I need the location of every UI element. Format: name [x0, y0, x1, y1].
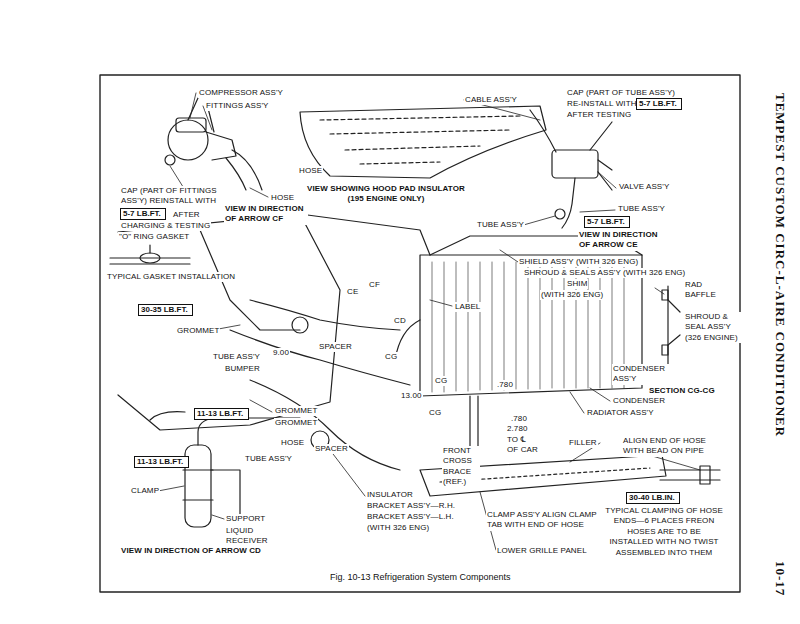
callout-label: SPACER — [318, 342, 353, 352]
callout-label: FRONT CROSS BRACE (REF.) — [442, 446, 480, 488]
callout-label: RAD BAFFLE — [684, 280, 722, 301]
clamp-detail-drawing — [660, 466, 720, 484]
callout-label: VIEW SHOWING HOOD PAD INSULATOR (195 ENG… — [300, 184, 472, 205]
callout-label: HOSE — [298, 166, 323, 176]
callout-label: BUMPER — [224, 364, 261, 374]
torque-box: 5-7 LB.FT. — [584, 216, 630, 228]
callout-label: LABEL — [454, 302, 481, 312]
torque-box: 11-13 LB.FT. — [194, 408, 249, 420]
callout-label: VIEW IN DIRECTION OF ARROW CF — [224, 204, 308, 225]
callout-label: CAP (PART OF FITTINGS ASS'Y) REINSTALL W… — [120, 186, 234, 207]
torque-value: 5-7 LB.FT. — [639, 99, 677, 108]
callout-label: LOWER GRILLE PANEL — [496, 546, 588, 556]
torque-box: 30-40 LB.IN. — [626, 492, 680, 504]
figure-caption: Fig. 10-13 Refrigeration System Componen… — [330, 572, 511, 582]
callout-label: CE — [346, 287, 359, 297]
torque-value: 30-40 LB.IN. — [629, 493, 675, 502]
callout-label: 2.780 — [506, 424, 529, 434]
callout-label: RE-INSTALL WITH — [566, 99, 638, 109]
callout-label: CABLE ASS'Y — [464, 95, 518, 105]
callout-label: CG — [434, 376, 448, 386]
callout-label: VIEW IN DIRECTION OF ARROW CE — [578, 230, 670, 251]
callout-label: CAP (PART OF TUBE ASS'Y) — [566, 88, 676, 98]
callout-label: FILLER — [568, 438, 598, 448]
callout-label: ALIGN END OF HOSE WITH BEAD ON PIPE — [622, 436, 724, 457]
callout-label: SECTION CG-CG — [648, 386, 716, 396]
torque-value: 30-35 LB.FT. — [141, 305, 188, 314]
frame — [100, 75, 740, 592]
valve-drawing — [530, 110, 612, 228]
torque-value: 11-13 LB.FT. — [197, 409, 243, 418]
callout-label: GROMMET — [274, 406, 318, 416]
callout-label: SPACER — [314, 444, 349, 454]
callout-label: COMPRESSOR ASS'Y — [198, 88, 284, 98]
callout-label: TYPICAL GASKET INSTALLATION — [106, 272, 236, 282]
callout-label: INSULATOR — [366, 490, 414, 500]
cowl-fender-drawing — [118, 214, 430, 470]
callout-label: .780 — [496, 380, 514, 390]
callout-label: TUBE ASS'Y — [244, 454, 293, 464]
callout-label: CLAMP ASS'Y ALIGN CLAMP TAB WITH END OF … — [486, 510, 606, 531]
callout-label: VIEW IN DIRECTION OF ARROW CD — [120, 546, 262, 556]
callout-label: "O" RING GASKET — [118, 232, 190, 242]
callout-label: TUBE ASS'Y — [617, 204, 666, 214]
callout-label: .780 — [510, 414, 528, 424]
callout-label: CG — [384, 352, 398, 362]
torque-box: 11-13 LB.FT. — [134, 456, 189, 468]
callout-label: GROMMET — [274, 418, 318, 428]
callout-label: (WITH 326 ENG) — [540, 290, 604, 300]
callout-label: CLAMP — [130, 486, 160, 496]
callout-label: SHIELD ASS'Y (WITH 326 ENG) — [518, 257, 639, 267]
callout-label: CF — [368, 280, 381, 290]
section-drawing — [662, 286, 680, 366]
torque-box: 5-7 LB.FT. — [636, 98, 682, 110]
callout-label: VALVE ASS'Y — [618, 182, 670, 192]
callout-label: SHROUD & SEALS ASS'Y (WITH 326 ENG) — [523, 268, 686, 278]
callout-label: HOSE — [280, 438, 305, 448]
callout-label: SHIM — [566, 279, 588, 289]
callout-label: TO ℄ OF CAR — [506, 435, 540, 456]
gasket-drawing — [110, 245, 190, 264]
callout-label: CD — [393, 316, 407, 326]
callout-label: CONDENSER — [612, 396, 666, 406]
side-title: 10-17 — [771, 560, 788, 597]
callout-label: TYPICAL CLAMPING OF HOSE ENDS—6 PLACES F… — [604, 506, 724, 558]
callout-label: BRACKET ASS'Y—R.H. — [366, 501, 456, 511]
callout-label: GROMMET — [176, 326, 220, 336]
callout-label: AFTER TESTING — [566, 110, 632, 120]
callout-label: CHARGING & TESTING — [120, 221, 211, 231]
callout-label: FITTINGS ASS'Y — [205, 101, 270, 111]
callout-label: CG — [428, 408, 442, 418]
callout-label: RADIATOR ASS'Y — [586, 408, 655, 418]
callout-label: (WITH 326 ENG) — [366, 523, 430, 533]
hood-pad-drawing — [300, 106, 546, 178]
torque-value: 5-7 LB.FT. — [123, 209, 161, 218]
compressor-drawing — [165, 98, 262, 190]
callout-label: SHROUD & SEAL ASS'Y (326 ENGINE) — [684, 312, 742, 343]
callout-label: TUBE ASS'Y — [476, 220, 525, 230]
callout-label: CONDENSER ASS'Y — [612, 364, 674, 385]
callout-label: HOSE — [270, 193, 295, 203]
side-title: TEMPEST CUSTOM CIRC-L-AIRE CONDITIONER — [771, 92, 788, 438]
callout-label: SUPPORT — [225, 514, 266, 524]
callout-label: AFTER — [172, 210, 201, 220]
torque-box: 5-7 LB.FT. — [120, 208, 166, 220]
receiver-drawing — [150, 412, 300, 527]
leader-line — [158, 93, 700, 550]
callout-label: 9.00 — [272, 348, 290, 358]
torque-value: 5-7 LB.FT. — [587, 217, 625, 226]
callout-label: TUBE ASS'Y — [212, 352, 261, 362]
torque-value: 11-13 LB.FT. — [137, 457, 183, 466]
callout-label: BRACKET ASS'Y—L.H. — [366, 512, 455, 522]
callout-label: 13.00 — [400, 391, 423, 401]
torque-box: 30-35 LB.FT. — [138, 304, 193, 316]
